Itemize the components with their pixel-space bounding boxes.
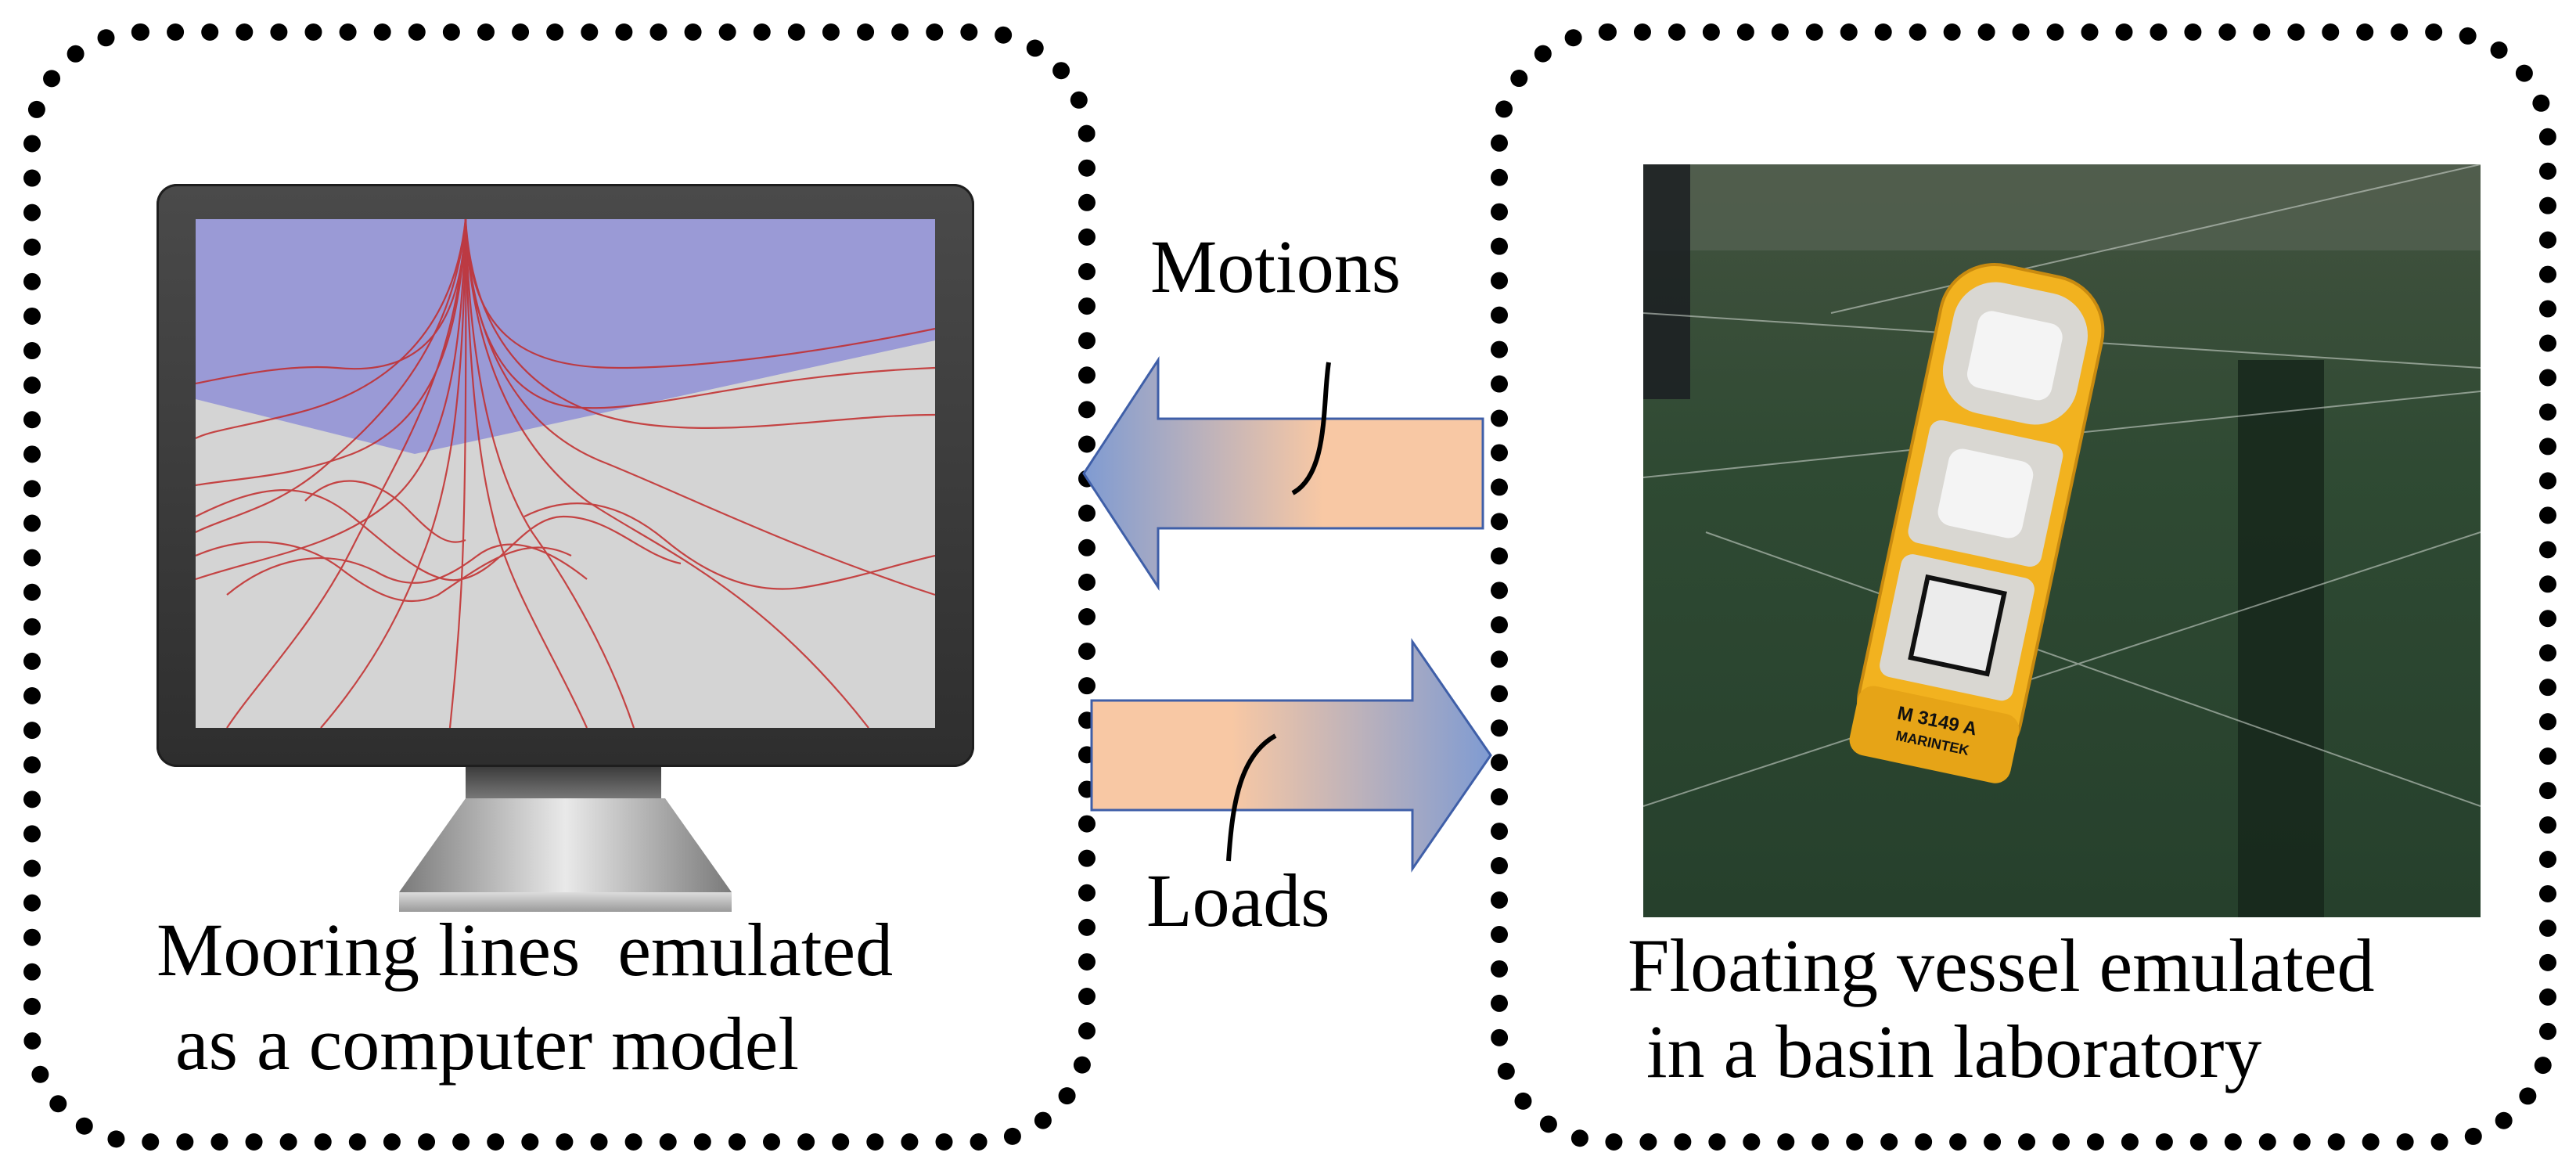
loads-label: Loads (1146, 859, 1330, 942)
vessel-in-basin-illustration: M 3149 A MARINTEK (1642, 164, 2481, 917)
loads-leader-line (1226, 733, 1277, 862)
monitor-stand (399, 798, 732, 892)
motions-leader-line (1291, 362, 1331, 495)
computer-model-panel (23, 23, 1096, 1151)
loads-arrow (1090, 638, 1492, 873)
monitor-screen (195, 218, 936, 729)
computer-monitor (157, 184, 974, 912)
right-caption-line1: Floating vessel emulated (1628, 924, 2375, 1007)
floating-vessel: M 3149 A MARINTEK (1849, 263, 2105, 783)
monitor-neck (466, 767, 661, 798)
monitor-base (399, 892, 732, 912)
motions-label: Motions (1150, 225, 1401, 308)
mooring-lines (195, 218, 936, 729)
right-caption-line2: in a basin laboratory (1628, 1010, 2262, 1093)
mooring-simulation-render (195, 218, 936, 729)
left-caption-line2: as a computer model (157, 1002, 800, 1086)
basin-laboratory-panel (1491, 23, 2556, 1151)
motions-arrow (1082, 356, 1484, 591)
basin-laboratory-photo: M 3149 A MARINTEK (1642, 164, 2481, 917)
left-caption-line1: Mooring lines emulated (157, 908, 894, 992)
